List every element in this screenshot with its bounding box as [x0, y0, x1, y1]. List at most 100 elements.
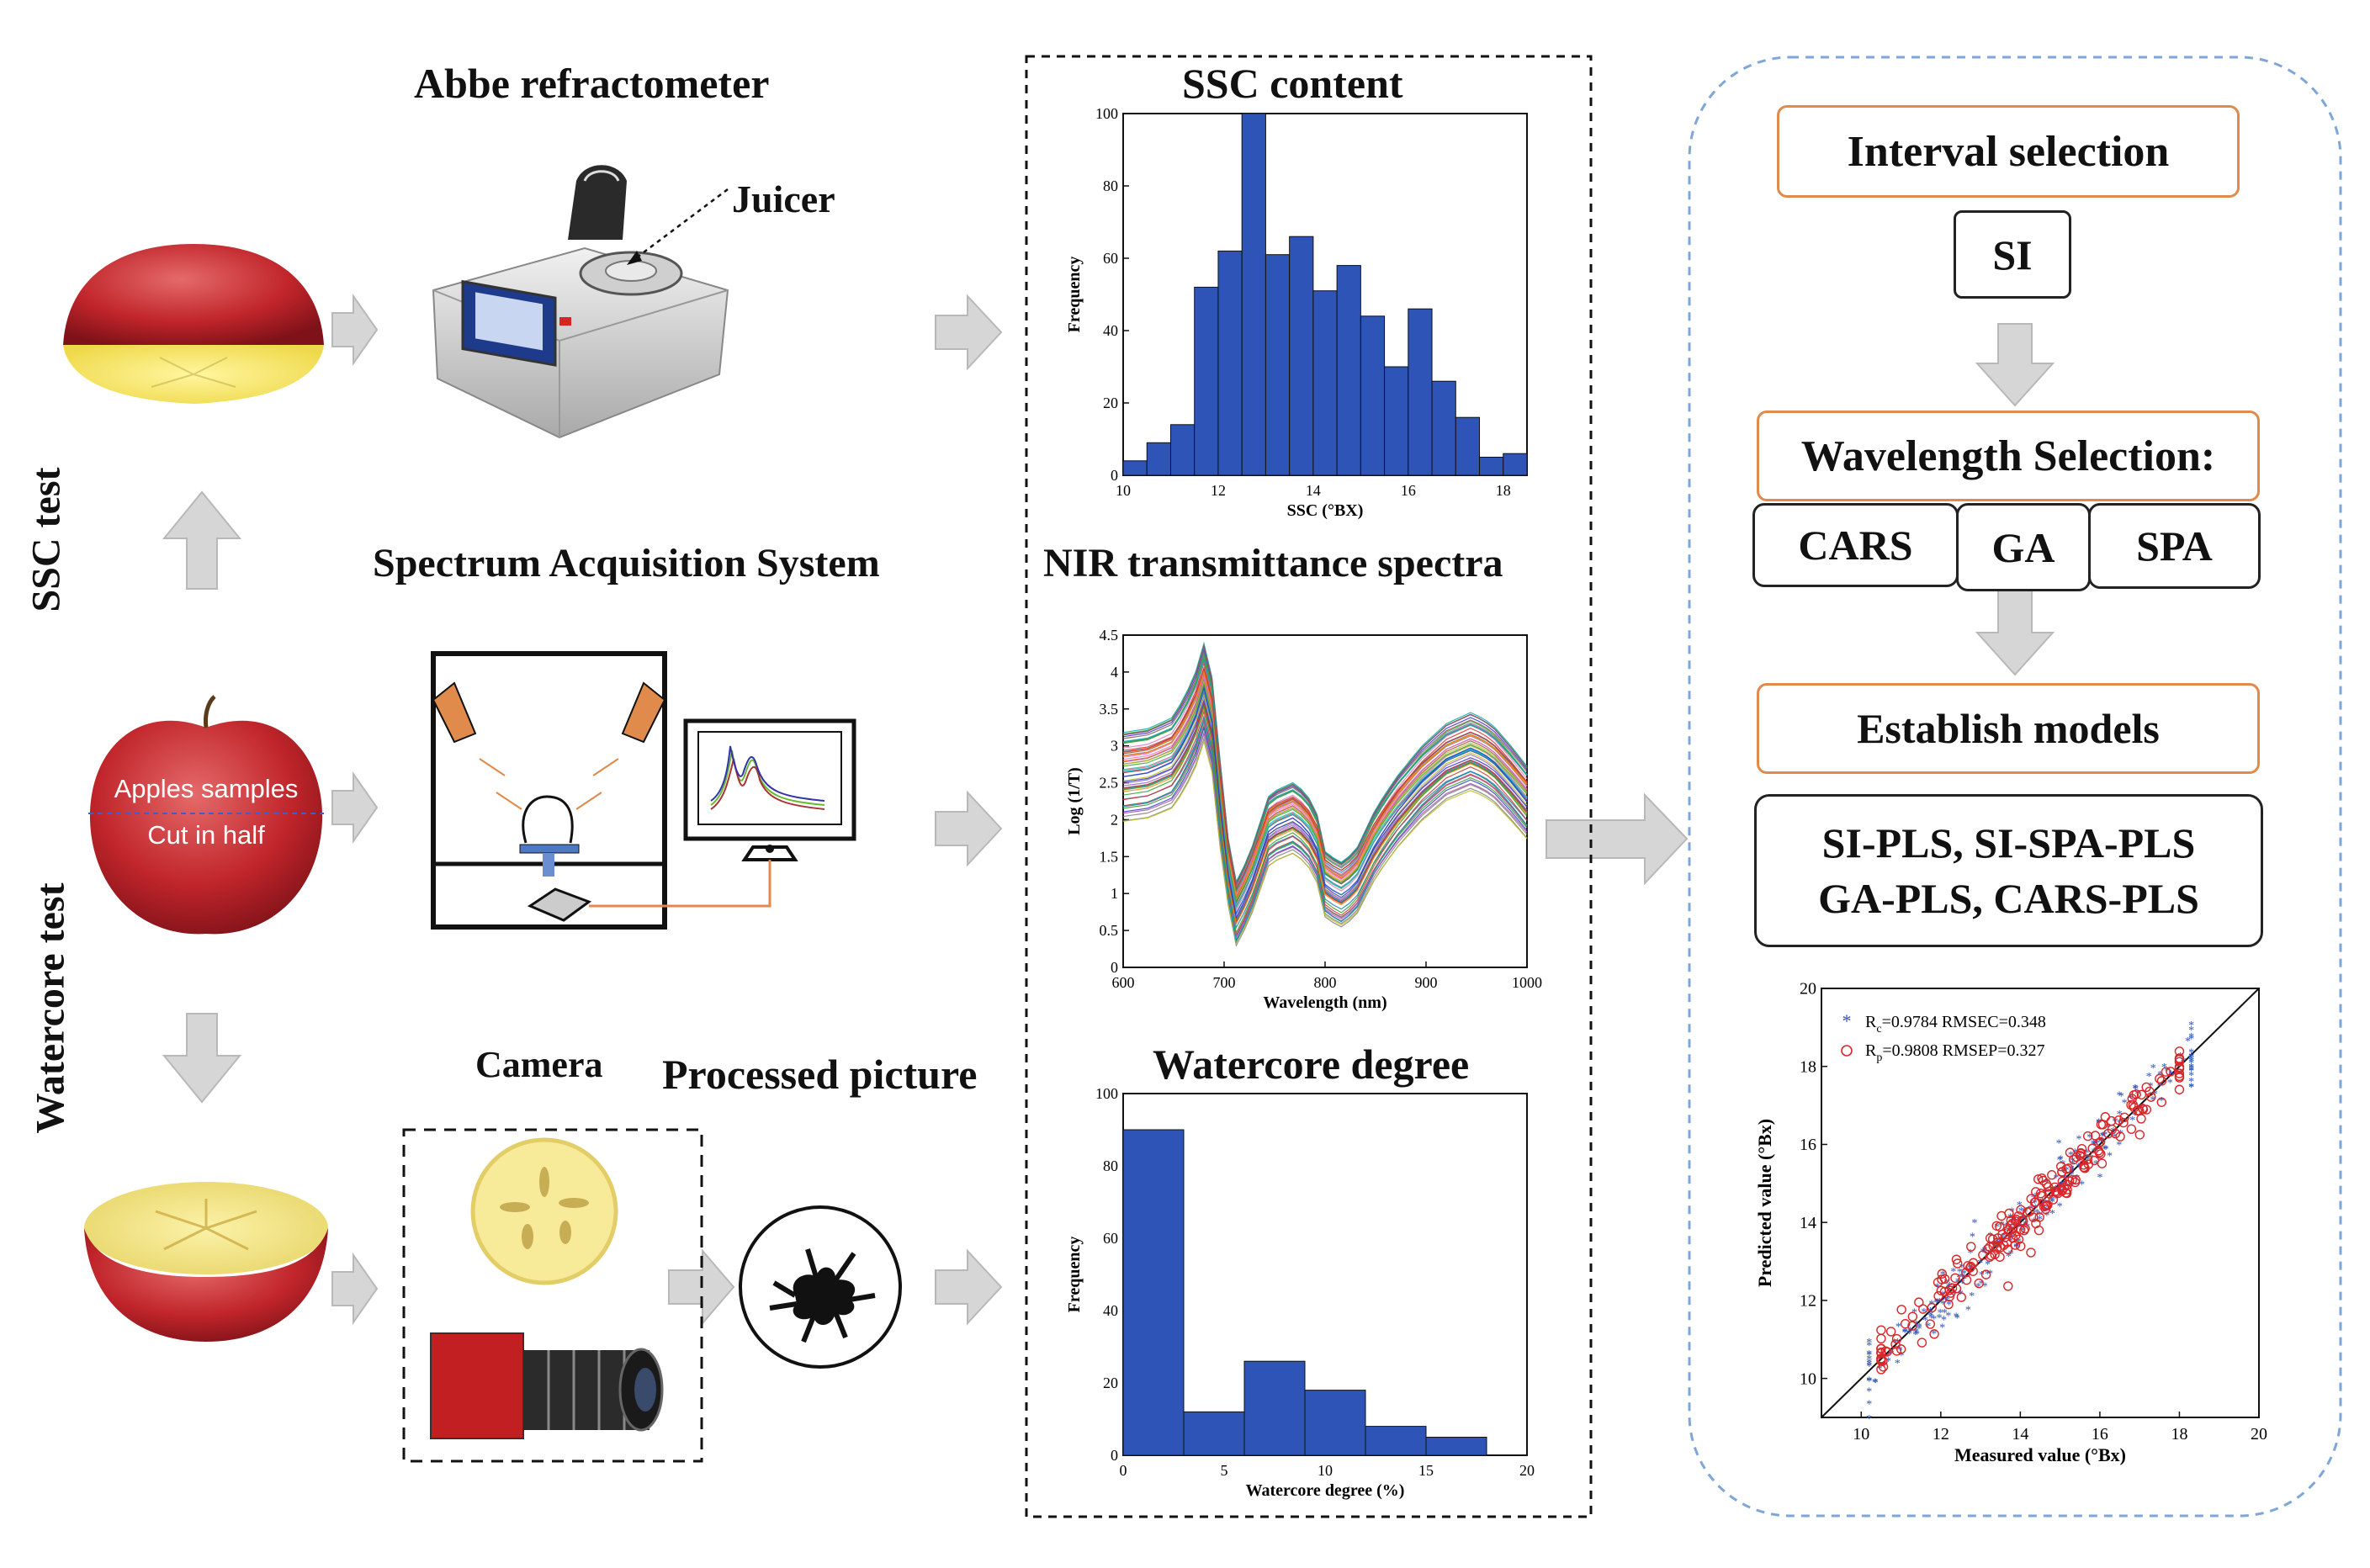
calibration-point: * [2116, 1140, 2122, 1152]
calibration-point: * [2009, 1205, 2015, 1218]
x-tick-label: 600 [1112, 974, 1135, 991]
prediction-point [1992, 1237, 2003, 1248]
calibration-point: * [2188, 1082, 2194, 1094]
calibration-point: * [1941, 1314, 1947, 1327]
abbe-refractometer-title: Abbe refractometer [414, 60, 770, 107]
spectrum-line [1122, 657, 1528, 897]
y-tick-label: 2.5 [1100, 775, 1119, 792]
calibration-point: * [2091, 1140, 2097, 1152]
calibration-point: * [2164, 1065, 2170, 1078]
prediction-point [2082, 1131, 2093, 1142]
calibration-point: * [1891, 1338, 1897, 1350]
calibration-point: * [2070, 1155, 2076, 1168]
camera-label: Camera [475, 1044, 603, 1085]
watercore-test-label: Watercore test [28, 882, 73, 1134]
prediction-point [2076, 1143, 2087, 1154]
calibration-point: * [2086, 1131, 2092, 1144]
calibration-point: * [2070, 1158, 2076, 1171]
y-tick-label: 0.5 [1100, 922, 1119, 939]
calibration-point: * [2044, 1210, 2049, 1223]
spectrum-line [1122, 736, 1528, 947]
calibration-point: * [1925, 1321, 1931, 1333]
prediction-point [2068, 1154, 2079, 1165]
calibration-point: * [1866, 1357, 1872, 1369]
prediction-point [2146, 1092, 2156, 1102]
calibration-point: * [2188, 1031, 2194, 1044]
calibration-point: * [1913, 1326, 1919, 1338]
prediction-point [2016, 1241, 2026, 1252]
histogram-bar [1365, 1426, 1427, 1456]
legend-text: Rp=0.9808 RMSEP=0.327 [1865, 1041, 2045, 1064]
x-tick-label: 20 [2251, 1425, 2267, 1444]
calibration-point: * [1895, 1358, 1901, 1370]
prediction-point [2134, 1130, 2145, 1140]
prediction-point [2030, 1197, 2041, 1207]
x-tick-label: 16 [1401, 482, 1416, 499]
prediction-point [2004, 1208, 2014, 1219]
cars-box: CARS [1752, 503, 1959, 587]
calibration-point: * [2037, 1210, 2043, 1222]
histogram-bar [1146, 442, 1171, 476]
arrow-down-icon [162, 1013, 242, 1104]
prediction-point [1937, 1269, 1948, 1279]
prediction-point [2090, 1131, 2101, 1141]
calibration-point: * [2188, 1056, 2194, 1068]
prediction-point [2016, 1205, 2026, 1215]
spectrum-line [1122, 666, 1528, 891]
calibration-point: * [1927, 1310, 1933, 1322]
prediction-point [2095, 1136, 2106, 1147]
calibration-point: * [1916, 1323, 1922, 1336]
calibration-point: * [2037, 1214, 2043, 1226]
prediction-point [2082, 1154, 2093, 1164]
prediction-point [2033, 1174, 2044, 1184]
calibration-point: * [2185, 1036, 2191, 1048]
calibration-point: * [2023, 1214, 2028, 1226]
x-axis-label: Watercore degree (%) [1246, 1481, 1405, 1500]
calibration-point: * [2083, 1159, 2089, 1172]
interval-selection-box: Interval selection [1777, 105, 2240, 198]
x-tick-label: 14 [1306, 482, 1321, 499]
calibration-point: * [2107, 1150, 2113, 1163]
y-tick-label: 80 [1103, 1157, 1118, 1174]
prediction-point [2129, 1102, 2139, 1113]
x-tick-label: 700 [1213, 974, 1236, 991]
models-line-2: GA-PLS, CARS-PLS [1818, 875, 2199, 922]
plot-frame [1122, 634, 1528, 968]
prediction-point [1895, 1344, 1906, 1354]
arrow-right-icon [331, 293, 379, 367]
calibration-point: * [1902, 1327, 1908, 1339]
x-tick-label: 5 [1221, 1462, 1228, 1479]
calibration-point: * [2188, 1062, 2194, 1074]
prediction-point [2141, 1104, 2152, 1115]
calibration-point: * [2032, 1198, 2038, 1210]
histogram-bar [1217, 250, 1243, 476]
y-tick-label: 1 [1111, 885, 1118, 902]
y-tick-label: 14 [1800, 1214, 1816, 1232]
calibration-point: * [1951, 1287, 1957, 1300]
spectrum-line [1122, 676, 1528, 905]
calibration-point: * [2103, 1144, 2109, 1157]
prediction-point [1937, 1274, 1947, 1285]
spectrum-line [1122, 669, 1528, 898]
calibration-point: * [1979, 1279, 1985, 1291]
prediction-point [2005, 1221, 2016, 1231]
calibration-point: * [2132, 1110, 2138, 1122]
prediction-point [2015, 1225, 2026, 1235]
prediction-point [1995, 1221, 2005, 1232]
x-tick-label: 14 [2012, 1425, 2028, 1444]
calibration-point: * [1937, 1312, 1943, 1325]
prediction-point [2097, 1120, 2108, 1130]
y-tick-label: 20 [1103, 395, 1118, 411]
prediction-point [1891, 1333, 1902, 1344]
histogram-bar [1122, 1129, 1185, 1456]
prediction-point [2035, 1188, 2046, 1199]
half-apple-watercore-image [84, 1182, 328, 1342]
prediction-point [2071, 1152, 2081, 1163]
calibration-point: * [1970, 1232, 1975, 1244]
prediction-point [1914, 1297, 1924, 1307]
prediction-point [1950, 1273, 1960, 1283]
y-axis-label: Frequency [1065, 1237, 1084, 1313]
calibration-point: * [2079, 1179, 2085, 1191]
